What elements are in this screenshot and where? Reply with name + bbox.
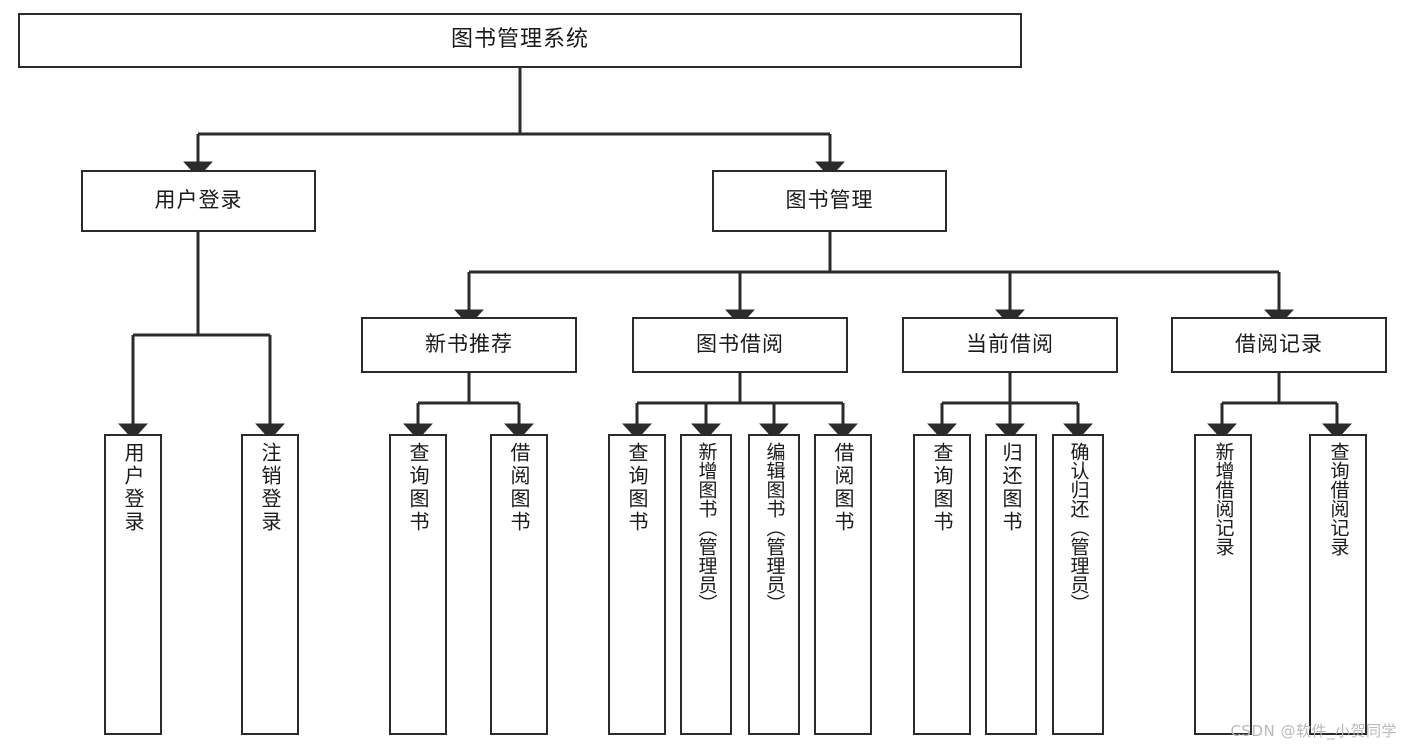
node-leaf-logout-label: 注销登录	[258, 442, 282, 534]
node-book-borrow[interactable]: 图书借阅	[632, 317, 848, 373]
node-user-login[interactable]: 用户登录	[81, 170, 316, 232]
node-leaf-borrow-book-1[interactable]: 借阅图书	[490, 434, 548, 735]
node-borrow-record-label: 借阅记录	[1235, 332, 1323, 357]
node-leaf-query-book-3[interactable]: 查询图书	[913, 434, 971, 735]
node-leaf-user-login-label: 用户登录	[121, 442, 145, 534]
node-leaf-edit-book[interactable]: 编辑图书（管理员）	[748, 434, 800, 735]
node-leaf-query-record-label: 查询借阅记录	[1327, 442, 1350, 556]
node-root-label: 图书管理系统	[450, 27, 589, 53]
node-book-manage[interactable]: 图书管理	[712, 170, 947, 232]
node-borrow-record[interactable]: 借阅记录	[1171, 317, 1387, 373]
node-leaf-query-book-2-label: 查询图书	[625, 442, 649, 534]
node-leaf-return-book-label: 归还图书	[999, 442, 1023, 534]
node-leaf-borrow-book-2[interactable]: 借阅图书	[814, 434, 872, 735]
node-current-borrow[interactable]: 当前借阅	[902, 317, 1118, 373]
node-root[interactable]: 图书管理系统	[18, 13, 1022, 68]
node-leaf-add-book[interactable]: 新增图书（管理员）	[680, 434, 732, 735]
node-leaf-query-book-1[interactable]: 查询图书	[389, 434, 447, 735]
node-new-book-recommend[interactable]: 新书推荐	[361, 317, 577, 373]
node-leaf-add-book-label: 新增图书（管理员）	[695, 442, 718, 613]
node-leaf-edit-book-label: 编辑图书（管理员）	[763, 442, 786, 613]
node-book-manage-label: 图书管理	[785, 188, 874, 213]
node-leaf-query-book-3-label: 查询图书	[930, 442, 954, 534]
node-leaf-return-book[interactable]: 归还图书	[985, 434, 1037, 735]
node-book-borrow-label: 图书借阅	[696, 332, 784, 357]
node-user-login-label: 用户登录	[154, 188, 243, 213]
node-leaf-confirm-return-label: 确认归还（管理员）	[1067, 442, 1090, 613]
node-leaf-query-record[interactable]: 查询借阅记录	[1309, 434, 1367, 735]
node-leaf-confirm-return[interactable]: 确认归还（管理员）	[1052, 434, 1104, 735]
node-leaf-logout[interactable]: 注销登录	[241, 434, 299, 735]
node-leaf-add-record[interactable]: 新增借阅记录	[1194, 434, 1252, 735]
node-leaf-borrow-book-1-label: 借阅图书	[507, 442, 531, 534]
csdn-watermark: CSDN @软件_小贺同学	[1230, 722, 1397, 740]
node-leaf-query-book-2[interactable]: 查询图书	[608, 434, 666, 735]
node-leaf-borrow-book-2-label: 借阅图书	[831, 442, 855, 534]
node-leaf-add-record-label: 新增借阅记录	[1212, 442, 1235, 556]
node-new-book-recommend-label: 新书推荐	[425, 332, 513, 357]
node-current-borrow-label: 当前借阅	[966, 332, 1054, 357]
node-leaf-query-book-1-label: 查询图书	[406, 442, 430, 534]
node-leaf-user-login[interactable]: 用户登录	[104, 434, 162, 735]
